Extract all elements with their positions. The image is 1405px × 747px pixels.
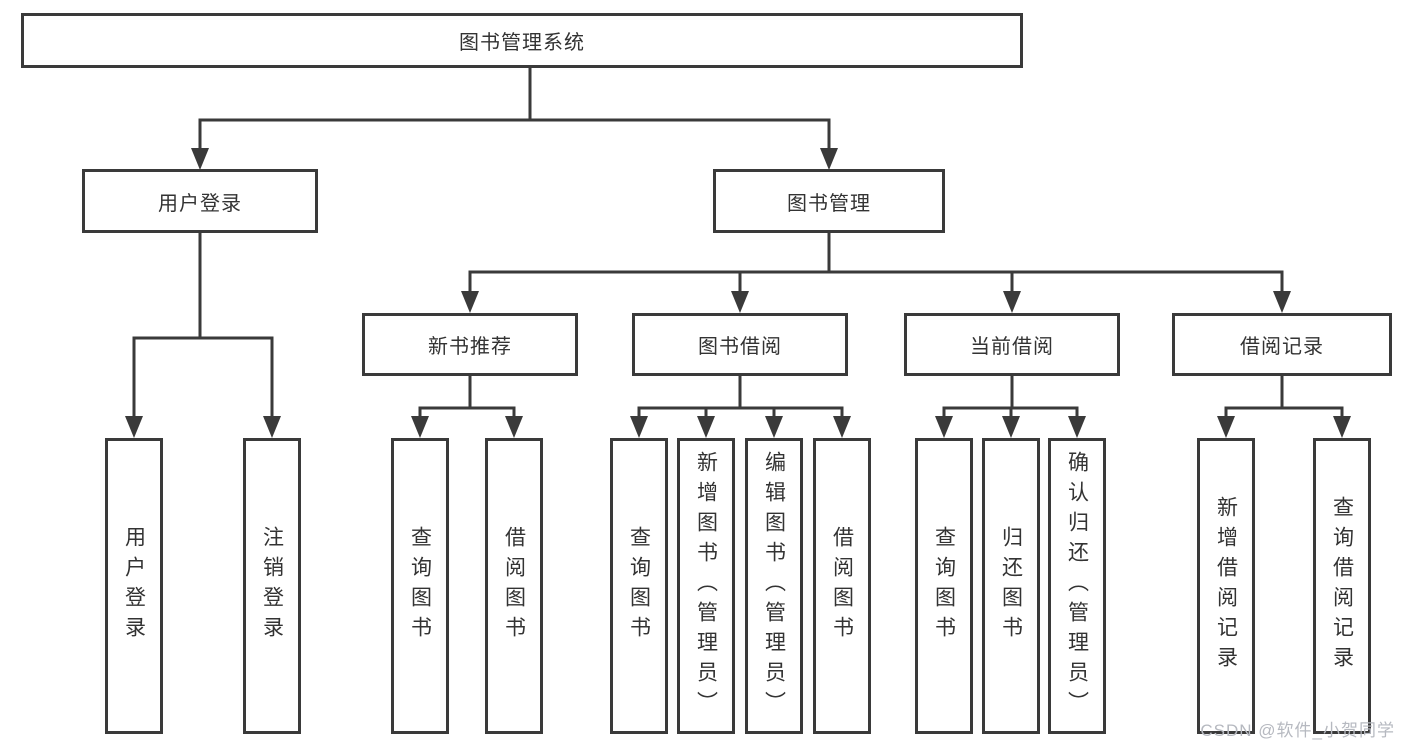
node-borrowing-records: 借阅记录 (1172, 313, 1392, 376)
node-new-book-recommend: 新书推荐 (362, 313, 578, 376)
leaf-label: 查询图书 (408, 526, 432, 646)
node-current-borrowing: 当前借阅 (904, 313, 1120, 376)
leaf-label: 借阅图书 (502, 526, 526, 646)
node-label: 图书管理 (787, 192, 871, 215)
node-book-management: 图书管理 (713, 169, 945, 233)
leaf-label: 归还图书 (999, 526, 1023, 646)
node-user-login: 用户登录 (82, 169, 318, 233)
node-label: 当前借阅 (970, 336, 1054, 358)
leaf-query-borrow-record: 查询借阅记录 (1313, 438, 1371, 734)
csdn-watermark: CSDN @软件_小贺同学 (1200, 721, 1395, 740)
leaf-label: 查询图书 (627, 526, 651, 646)
node-book-borrowing: 图书借阅 (632, 313, 848, 376)
node-label: 新书推荐 (428, 336, 512, 358)
leaf-label: 查询借阅记录 (1330, 496, 1354, 676)
leaf-add-books-admin: 新增图书（管理员） (677, 438, 735, 734)
leaf-label: 编辑图书（管理员） (762, 451, 786, 721)
node-library-management-system: 图书管理系统 (21, 13, 1023, 68)
leaf-query-books-current: 查询图书 (915, 438, 973, 734)
node-label: 图书借阅 (698, 336, 782, 358)
leaf-confirm-return-admin: 确认归还（管理员） (1048, 438, 1106, 734)
leaf-query-books-borrowing: 查询图书 (610, 438, 668, 734)
leaf-logout: 注销登录 (243, 438, 301, 734)
leaf-label: 借阅图书 (830, 526, 854, 646)
leaf-add-borrow-record: 新增借阅记录 (1197, 438, 1255, 734)
leaf-label: 查询图书 (932, 526, 956, 646)
leaf-edit-books-admin: 编辑图书（管理员） (745, 438, 803, 734)
node-label: 图书管理系统 (459, 32, 585, 54)
leaf-return-books: 归还图书 (982, 438, 1040, 734)
node-label: 用户登录 (158, 192, 242, 215)
leaf-label: 新增借阅记录 (1214, 496, 1238, 676)
leaf-user-login: 用户登录 (105, 438, 163, 734)
leaf-query-books-recommend: 查询图书 (391, 438, 449, 734)
node-label: 借阅记录 (1240, 336, 1324, 358)
leaf-label: 确认归还（管理员） (1065, 451, 1089, 721)
leaf-borrow-books: 借阅图书 (813, 438, 871, 734)
leaf-label: 新增图书（管理员） (694, 451, 718, 721)
leaf-label: 用户登录 (122, 526, 146, 646)
leaf-label: 注销登录 (260, 526, 284, 646)
leaf-borrow-books-recommend: 借阅图书 (485, 438, 543, 734)
